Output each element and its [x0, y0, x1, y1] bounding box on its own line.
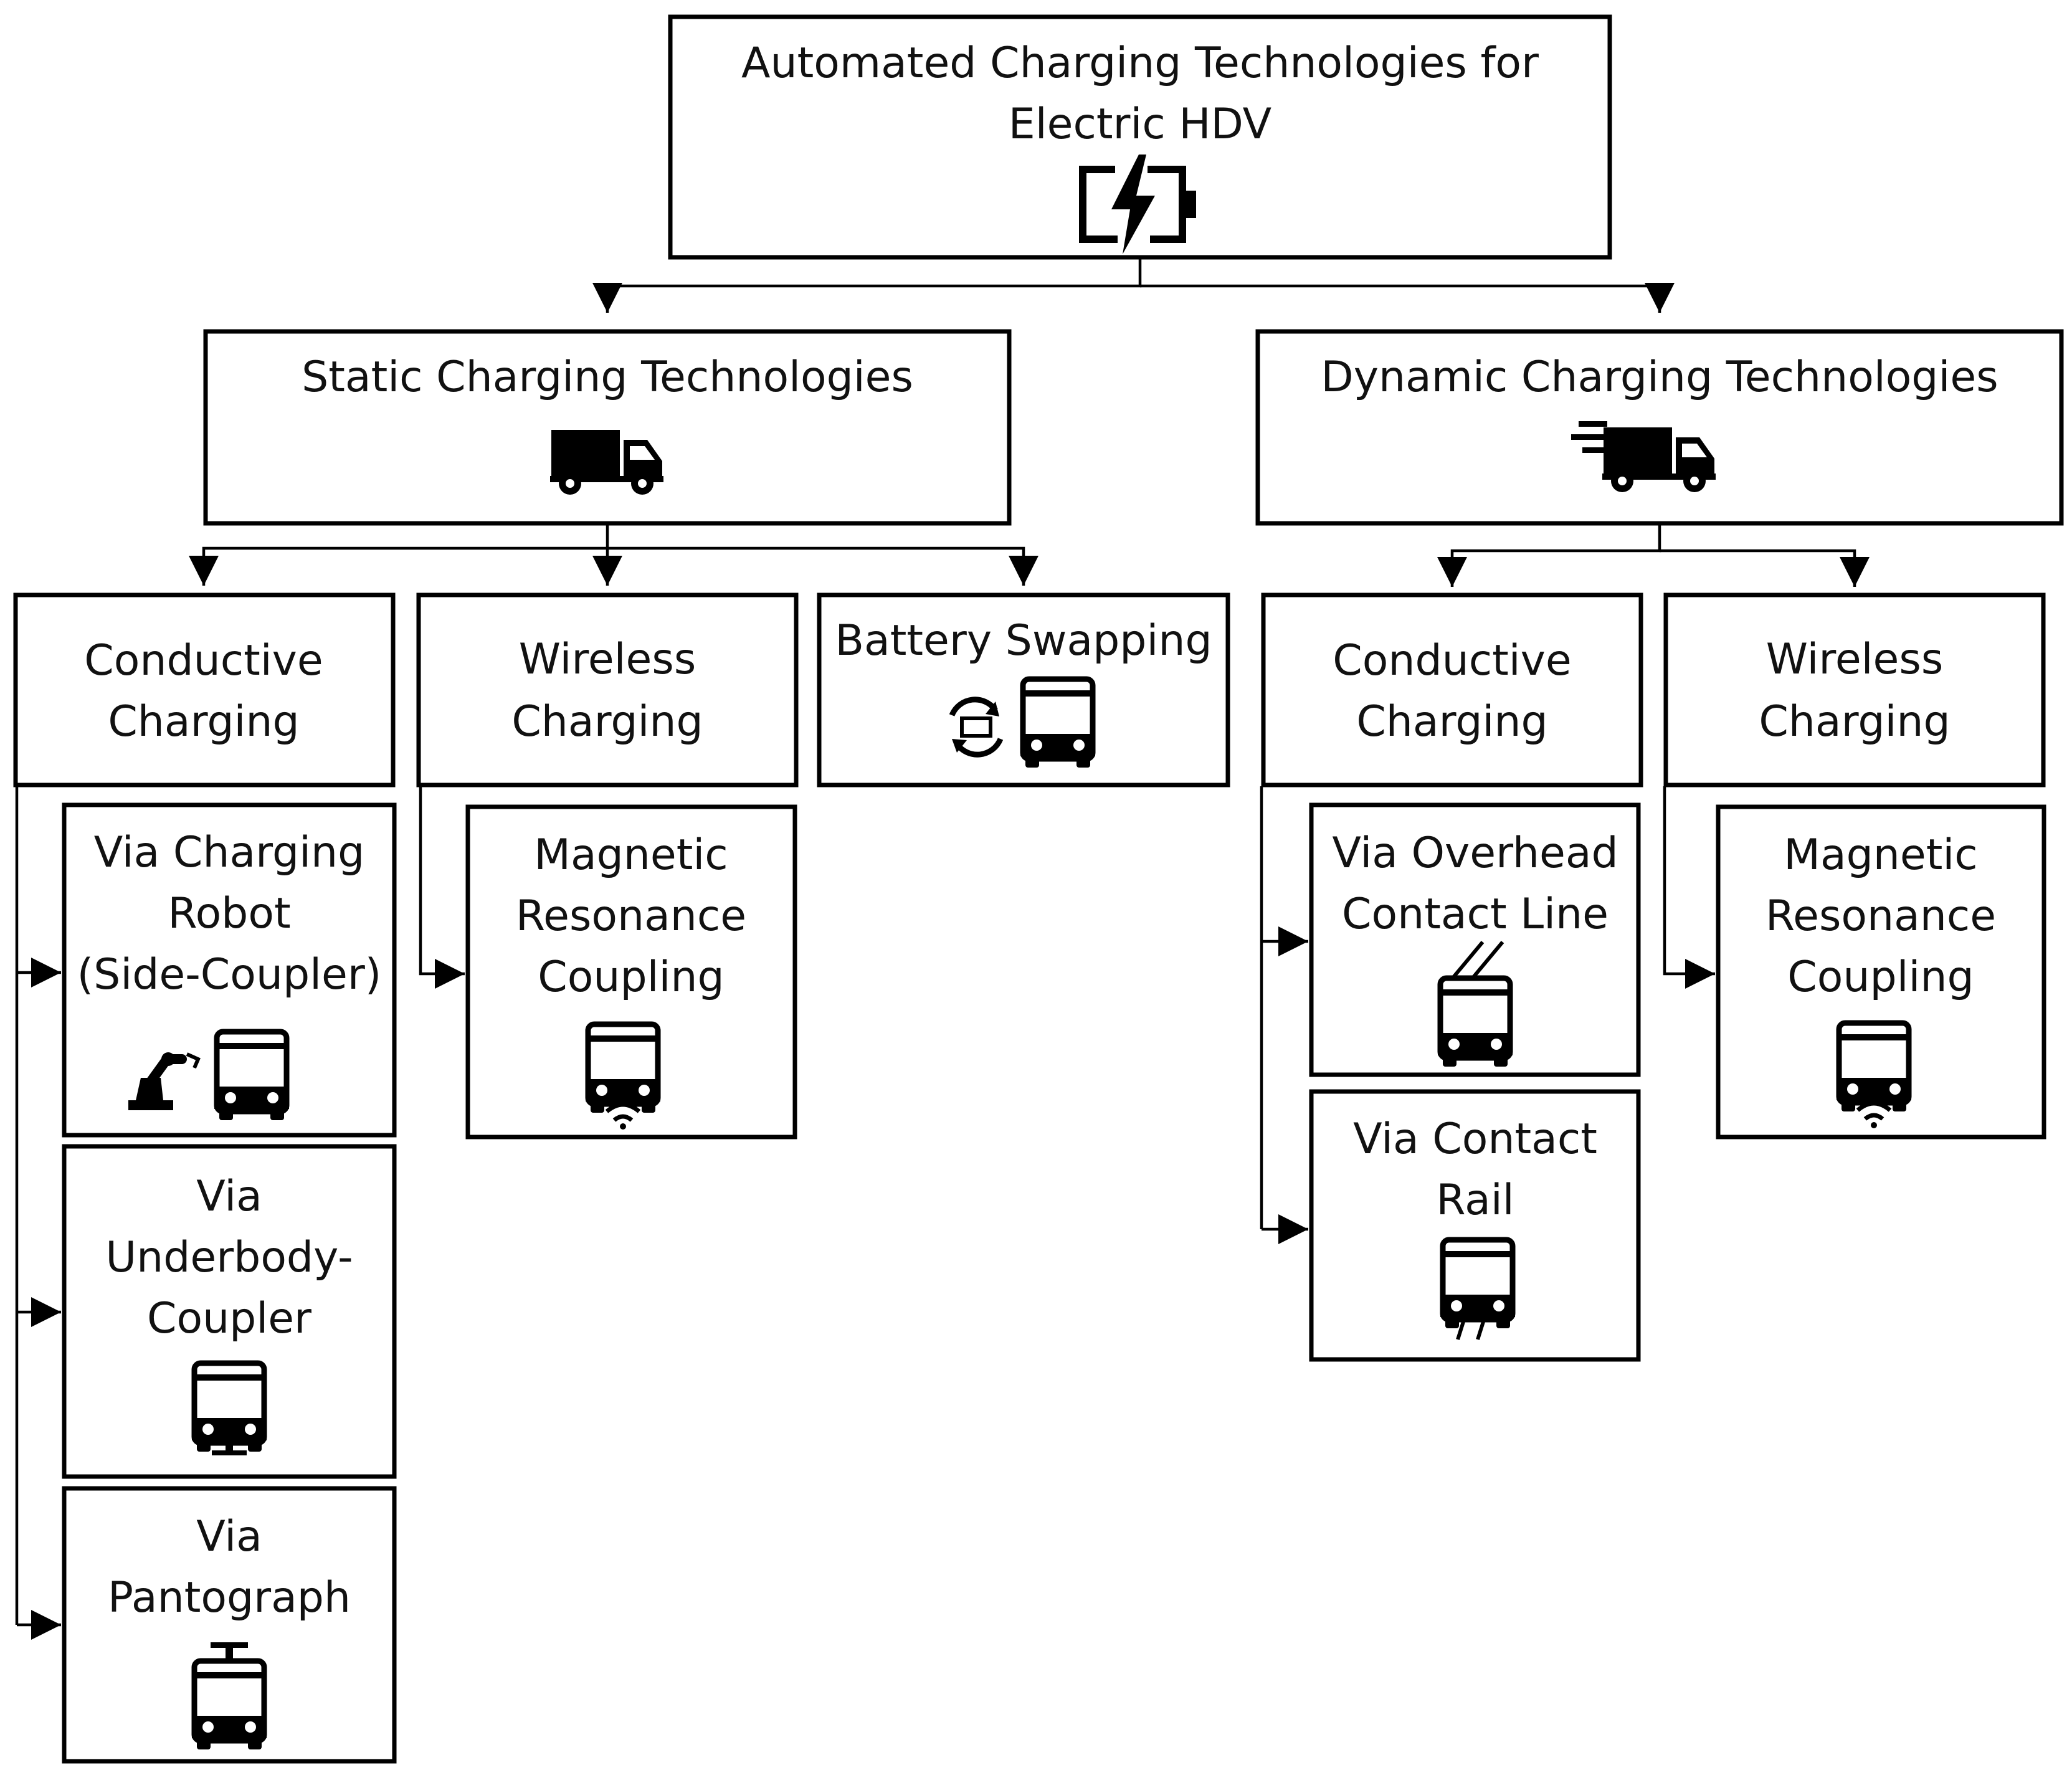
static-conductive-line2: Charging: [108, 697, 299, 746]
dynamic-charging-title: Dynamic Charging Technologies: [1321, 353, 1998, 402]
overhead-line-bus-icon: [1438, 941, 1513, 1067]
battery-swapping-node: Battery Swapping: [817, 592, 1230, 787]
dynamic-conductive-node: Conductive Charging: [1261, 592, 1643, 787]
dynamic-conductive-line2: Charging: [1356, 697, 1547, 746]
underbody-bus-icon: [192, 1363, 267, 1455]
connector-lines: [15, 258, 1870, 1640]
dynamic-wireless-line1: Wireless: [1766, 635, 1944, 684]
root-title-line2: Electric HDV: [1009, 100, 1271, 149]
static-magnetic-line1: Magnetic: [534, 830, 728, 880]
static-charging-node: Static Charging Technologies: [203, 329, 1012, 526]
via-charging-robot-line2: Robot: [168, 889, 290, 938]
root-title-line1: Automated Charging Technologies for: [741, 39, 1539, 88]
via-contact-rail-node: Via Contact Rail: [1309, 1089, 1641, 1362]
dynamic-conductive-line1: Conductive: [1333, 636, 1571, 685]
via-overhead-line2: Contact Line: [1342, 890, 1609, 939]
static-magnetic-line3: Coupling: [538, 953, 724, 1002]
via-charging-robot-node: Via Charging Robot (Side-Coupler): [62, 802, 397, 1138]
static-conductive-node: Conductive Charging: [13, 592, 396, 787]
via-underbody-line3: Coupler: [147, 1294, 311, 1343]
via-underbody-line2: Underbody-: [105, 1233, 353, 1282]
via-pantograph-line1: Via: [196, 1512, 262, 1561]
via-overhead-contact-line-node: Via Overhead Contact Line: [1309, 802, 1641, 1077]
static-conductive-line1: Conductive: [84, 636, 323, 685]
contact-rail-bus-icon: [1440, 1240, 1515, 1340]
battery-swapping-title: Battery Swapping: [835, 616, 1212, 665]
dynamic-magnetic-line2: Resonance: [1765, 892, 1996, 941]
battery-swap-bus-icon: [949, 679, 1095, 768]
via-pantograph-node: Via Pantograph: [62, 1486, 397, 1764]
pantograph-bus-icon: [192, 1642, 267, 1749]
dynamic-magnetic-resonance-node: Magnetic Resonance Coupling: [1716, 804, 2046, 1140]
via-underbody-coupler-node: Via Underbody- Coupler: [62, 1144, 397, 1479]
static-wireless-line1: Wireless: [519, 635, 696, 684]
static-magnetic-resonance-node: Magnetic Resonance Coupling: [465, 804, 797, 1140]
static-magnetic-line2: Resonance: [516, 892, 746, 941]
root-node: Automated Charging Technologies for Elec…: [668, 14, 1612, 260]
moving-truck-icon: [1571, 421, 1716, 492]
dynamic-charging-node: Dynamic Charging Technologies: [1255, 329, 2064, 526]
static-wireless-line2: Charging: [511, 697, 703, 746]
via-contact-rail-line1: Via Contact: [1353, 1115, 1597, 1164]
dynamic-magnetic-line3: Coupling: [1787, 953, 1974, 1002]
static-charging-title: Static Charging Technologies: [302, 353, 913, 402]
via-charging-robot-line1: Via Charging: [94, 828, 365, 877]
via-contact-rail-line2: Rail: [1436, 1176, 1514, 1225]
via-underbody-line1: Via: [196, 1172, 262, 1221]
dynamic-wireless-node: Wireless Charging: [1663, 592, 2046, 787]
static-wireless-node: Wireless Charging: [416, 592, 799, 787]
via-pantograph-line2: Pantograph: [108, 1573, 351, 1622]
robot-arm-bus-icon: [128, 1032, 289, 1120]
dynamic-wireless-line2: Charging: [1759, 697, 1950, 746]
dynamic-magnetic-line1: Magnetic: [1784, 830, 1977, 880]
via-overhead-line1: Via Overhead: [1332, 829, 1618, 878]
via-charging-robot-line3: (Side-Coupler): [77, 950, 382, 999]
